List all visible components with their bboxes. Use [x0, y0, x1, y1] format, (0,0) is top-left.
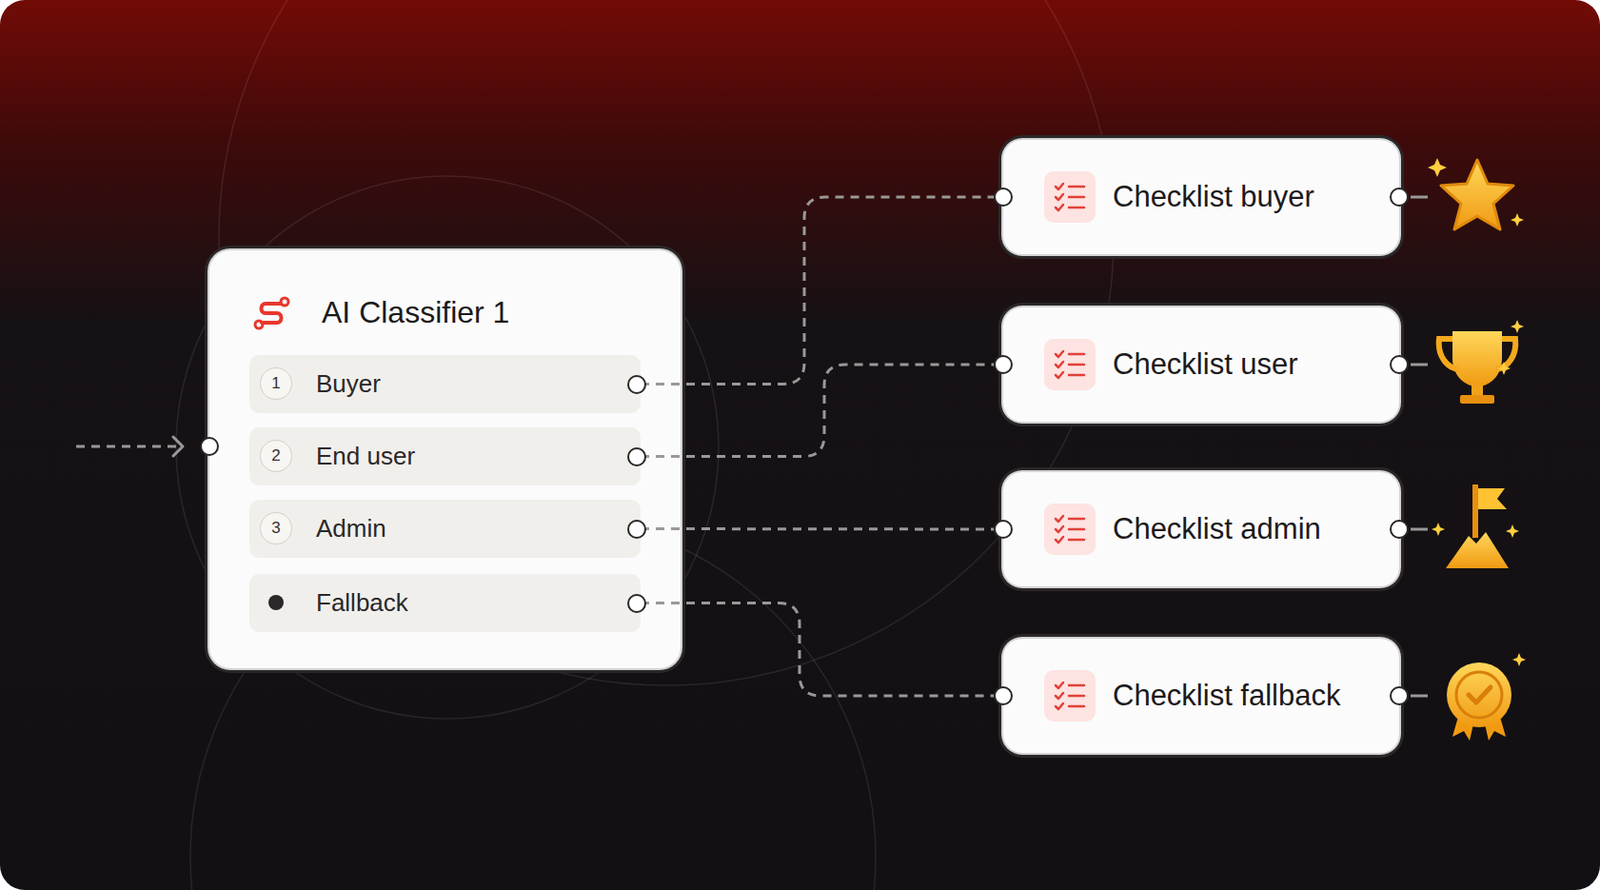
connection-port: [993, 187, 1013, 207]
check-mark: [1055, 204, 1064, 211]
check-mark: [1055, 526, 1064, 533]
list-line: [1068, 517, 1085, 521]
row-label: Admin: [316, 513, 387, 544]
row-label: Fallback: [316, 588, 409, 618]
logo-dot: [280, 297, 289, 306]
check-mark: [1055, 194, 1064, 200]
checklist-icon: [1044, 338, 1096, 391]
checklist-label: Checklist user: [1112, 347, 1299, 382]
connection-port: [627, 519, 647, 539]
classifier-logo: [252, 294, 291, 333]
list-line: [1068, 185, 1085, 189]
checklist-box: Checklist fallback: [1003, 638, 1400, 753]
star-icon: [1427, 158, 1524, 230]
connection-port: [993, 355, 1013, 375]
checklist-box: Checklist admin: [1003, 472, 1400, 587]
connection-port: [1389, 187, 1409, 207]
connection-port: [199, 436, 219, 456]
class-row: 1 Buyer: [249, 355, 641, 414]
connection-port: [627, 593, 647, 613]
node-title: AI Classifier 1: [321, 295, 510, 331]
checklist-box: Checklist user: [1003, 307, 1400, 422]
list-line: [1068, 353, 1085, 356]
connection-port: [1389, 355, 1409, 375]
list-line: [1068, 705, 1085, 709]
dashed-connector: [640, 603, 1004, 697]
checklist-label: Checklist buyer: [1112, 179, 1315, 215]
fallback-dot: [268, 594, 284, 611]
checklist-glyph: [1044, 503, 1096, 555]
row-label: Buyer: [316, 369, 381, 399]
dashed-connector: [640, 527, 1004, 532]
dashed-connector: [640, 197, 1004, 385]
list-line: [1068, 363, 1085, 367]
row-number: 3: [259, 512, 293, 545]
logo-path: [261, 303, 282, 323]
input-arrow: [76, 436, 183, 456]
check-mark: [1055, 351, 1064, 357]
connection-port: [1389, 686, 1409, 706]
check-mark: [1055, 536, 1064, 543]
check-mark: [1055, 692, 1064, 699]
class-row: 2 End user: [249, 427, 641, 486]
list-line: [1068, 538, 1085, 542]
connection-port: [1389, 519, 1409, 539]
checklist-glyph: [1044, 338, 1096, 391]
connection-port: [993, 686, 1013, 706]
check-mark: [1055, 515, 1064, 522]
checklist-icon: [1044, 670, 1096, 722]
class-row: Fallback: [249, 573, 641, 633]
row-number: 2: [259, 439, 293, 473]
list-line: [1068, 684, 1085, 688]
list-line: [1068, 528, 1085, 532]
row-label: End user: [316, 441, 415, 472]
list-line: [1068, 196, 1085, 199]
check-mark: [1055, 703, 1064, 710]
check-mark: [1055, 361, 1064, 368]
badge-icon: [1446, 652, 1526, 741]
logo-dot: [255, 320, 263, 329]
check-mark: [1055, 682, 1064, 689]
checklist-glyph: [1044, 171, 1096, 223]
list-line: [1068, 206, 1085, 210]
row-number: 1: [259, 367, 293, 400]
list-line: [1068, 374, 1085, 377]
class-row: 3 Admin: [249, 499, 641, 558]
trophy-icon: [1439, 319, 1524, 404]
checklist-icon: [1044, 171, 1096, 223]
dashed-connector: [640, 364, 1004, 457]
check-mark: [1055, 183, 1064, 190]
trailing-dashes: [1410, 197, 1428, 696]
check-mark: [1055, 372, 1064, 378]
checklist-glyph: [1044, 670, 1096, 722]
connection-port: [993, 519, 1013, 539]
checklist-label: Checklist fallback: [1112, 678, 1341, 713]
flag-icon: [1431, 484, 1520, 569]
connection-port: [627, 447, 647, 467]
connection-port: [627, 375, 647, 395]
background-arcs: [176, 0, 1114, 890]
classifier-box: AI Classifier 1 1 Buyer 2 End user 3 AdminFall…: [209, 250, 681, 669]
checklist-box: Checklist buyer: [1003, 139, 1400, 255]
checklist-icon: [1044, 503, 1096, 555]
checklist-label: Checklist admin: [1112, 512, 1322, 547]
list-line: [1068, 694, 1085, 698]
